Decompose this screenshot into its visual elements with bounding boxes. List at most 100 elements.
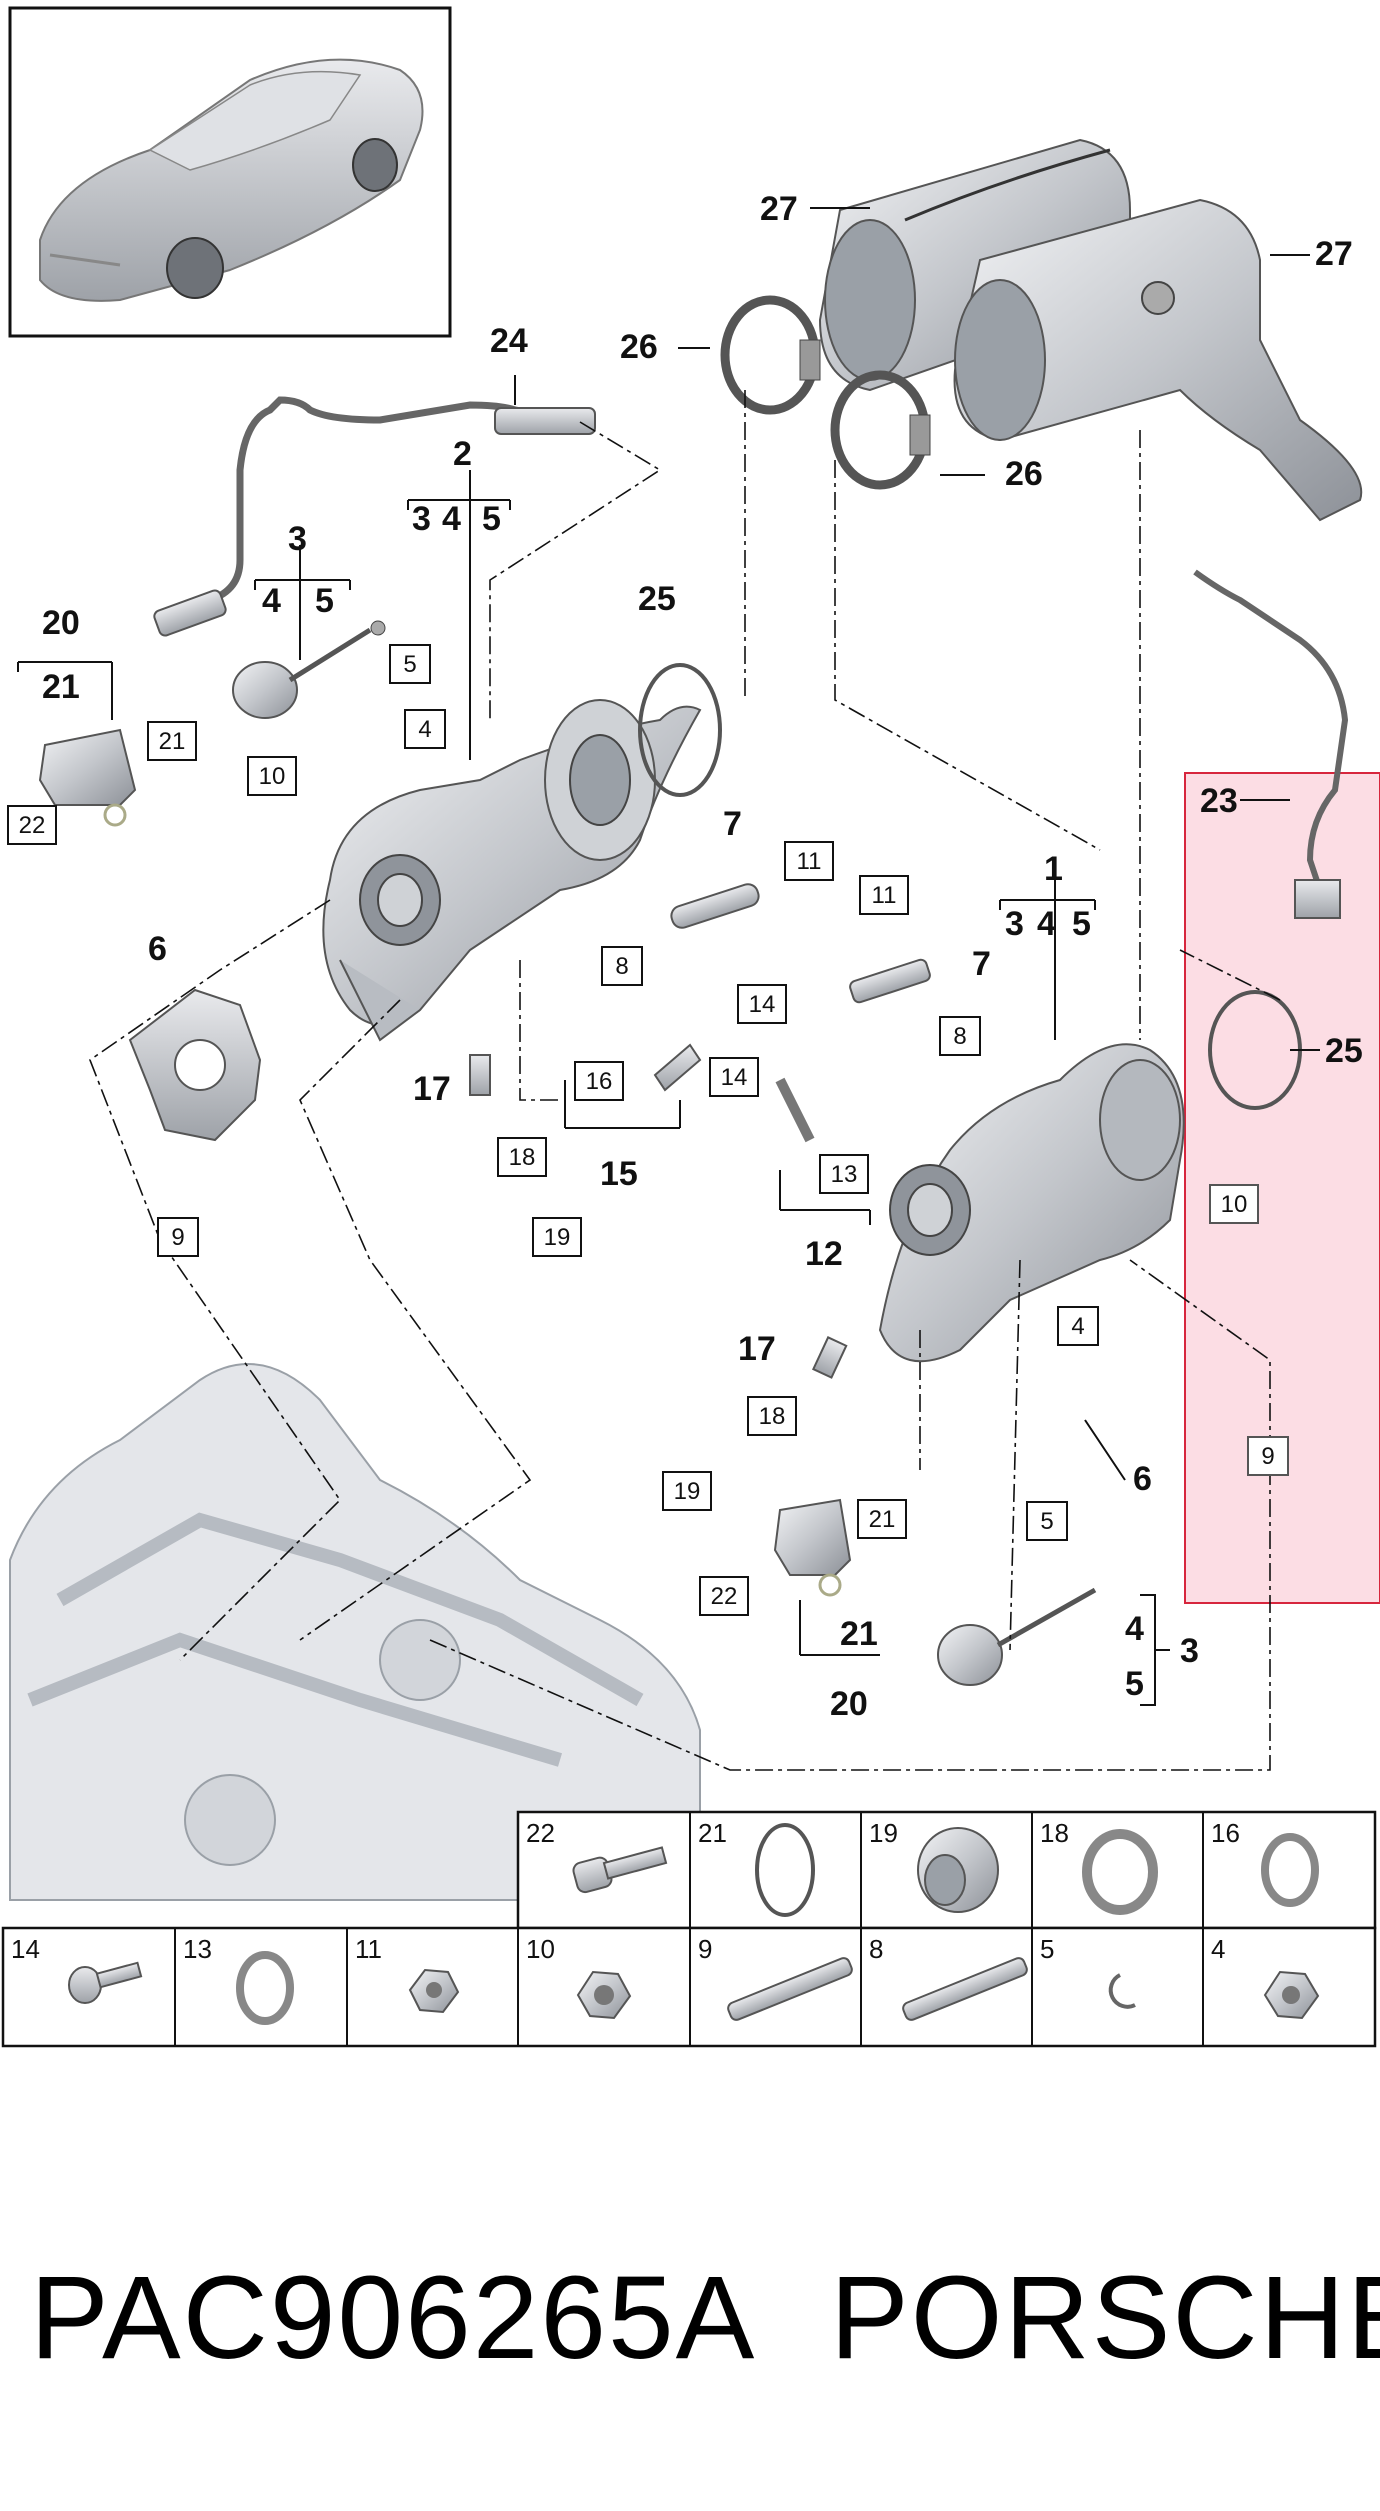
stud-8-illustration <box>902 1957 1028 2021</box>
wastegate-actuator-right <box>937 1587 1097 1686</box>
boxed-label: 18 <box>747 1396 797 1436</box>
callout-25a: 25 <box>638 580 676 618</box>
callout-24: 24 <box>490 322 528 360</box>
table-cell-number: 8 <box>869 1934 883 1964</box>
boxed-label: 19 <box>662 1471 712 1511</box>
svg-text:4: 4 <box>1071 1313 1084 1340</box>
nut-19-illustration <box>917 1827 999 1913</box>
callout-4r: 4 <box>1125 1610 1144 1648</box>
callout-ticks <box>514 207 1320 1481</box>
svg-text:21: 21 <box>869 1506 896 1533</box>
small-fittings <box>469 1043 848 1379</box>
boxed-label: 22 <box>7 805 57 845</box>
callout-6b: 6 <box>1133 1460 1152 1498</box>
callout-3: 3 <box>288 520 307 558</box>
table-cell-number: 13 <box>183 1934 212 1964</box>
svg-text:11: 11 <box>872 882 897 909</box>
clip-5-illustration <box>1108 1973 1136 2009</box>
callout-27b: 27 <box>1315 235 1353 273</box>
table-cell-number: 16 <box>1211 1818 1240 1848</box>
table-cell-number: 10 <box>526 1934 555 1964</box>
callout-17b: 17 <box>738 1330 776 1368</box>
gasket-left <box>128 988 262 1142</box>
boxed-label: 10 <box>247 756 297 796</box>
table-cell-number: 5 <box>1040 1934 1054 1964</box>
brand-caption: PORSCHE <box>830 2252 1380 2384</box>
svg-text:5: 5 <box>1040 1508 1053 1535</box>
callout-25b: 25 <box>1325 1032 1363 1070</box>
boxed-label: 4 <box>1057 1306 1099 1346</box>
boxed-label: 14 <box>737 984 787 1024</box>
svg-text:21: 21 <box>159 728 186 755</box>
boxed-label: 22 <box>699 1576 749 1616</box>
callout-21b: 21 <box>840 1615 878 1653</box>
boxed-label: 18 <box>497 1137 547 1177</box>
svg-text:18: 18 <box>759 1403 786 1430</box>
table-cell-number: 18 <box>1040 1818 1069 1848</box>
callout-20b: 20 <box>830 1685 868 1723</box>
svg-text:11: 11 <box>797 848 822 875</box>
electronic-actuator-left <box>38 728 137 827</box>
seal-ring-21-illustration <box>755 1823 815 1917</box>
callout-2-sub5: 5 <box>482 500 501 538</box>
table-cell-number: 19 <box>869 1818 898 1848</box>
svg-text:18: 18 <box>509 1144 536 1171</box>
table-cell-number: 21 <box>698 1818 727 1848</box>
callout-1: 1 <box>1044 850 1063 888</box>
callout-15: 15 <box>600 1155 638 1193</box>
svg-text:10: 10 <box>259 763 286 790</box>
boxed-label: 5 <box>389 644 431 684</box>
callout-1-sub5: 5 <box>1072 905 1091 943</box>
leader-lines <box>89 390 1281 1771</box>
callout-numbers: 27 27 26 26 24 2 3 4 5 3 4 5 20 21 25 7 … <box>42 190 1363 1723</box>
boxed-label: 9 <box>157 1217 199 1257</box>
callout-7b: 7 <box>972 945 991 983</box>
parts-table: 22 21 19 18 16 14 13 11 10 9 8 5 4 <box>1 1810 1377 2048</box>
part-code-caption: PAC906265A <box>30 2252 757 2384</box>
boxed-label: 11 <box>859 875 909 915</box>
callout-2: 2 <box>453 435 472 473</box>
boxed-label: 4 <box>404 709 446 749</box>
boxed-label: 8 <box>601 946 643 986</box>
boxed-label: 5 <box>1026 1501 1068 1541</box>
nut-10-illustration <box>576 1970 632 2020</box>
table-cell-number: 9 <box>698 1934 712 1964</box>
oxygen-sensor-24 <box>153 396 596 637</box>
callout-2-sub4: 4 <box>442 500 461 538</box>
boxed-label: 13 <box>819 1154 869 1194</box>
svg-text:22: 22 <box>19 812 46 839</box>
table-cell-number: 4 <box>1211 1934 1225 1964</box>
boxed-label: 21 <box>147 721 197 761</box>
callout-17a: 17 <box>413 1070 451 1108</box>
svg-text:5: 5 <box>403 651 416 678</box>
callout-3r: 3 <box>1180 1632 1199 1670</box>
catalytic-converter-parts <box>818 138 1363 522</box>
svg-text:9: 9 <box>171 1224 184 1251</box>
svg-text:14: 14 <box>721 1064 748 1091</box>
svg-text:19: 19 <box>544 1224 571 1251</box>
pins <box>670 883 931 1004</box>
callout-1-sub4: 4 <box>1037 905 1056 943</box>
svg-text:14: 14 <box>749 991 776 1018</box>
grouping-brackets <box>17 470 1170 1706</box>
callout-20: 20 <box>42 604 80 642</box>
callout-7a: 7 <box>723 805 742 843</box>
boxed-label: 19 <box>532 1217 582 1257</box>
table-cell-number: 11 <box>355 1934 382 1964</box>
callout-12: 12 <box>805 1235 843 1273</box>
boxed-callouts: 5 4 10 21 22 11 8 11 8 14 16 14 13 18 19… <box>7 644 1289 1616</box>
callout-6a: 6 <box>148 930 167 968</box>
seal-ring-13-illustration <box>236 1951 294 2025</box>
callout-21: 21 <box>42 668 80 706</box>
callout-27a: 27 <box>760 190 798 228</box>
boxed-label: 16 <box>574 1061 624 1101</box>
boxed-label: 11 <box>784 841 834 881</box>
exploded-view: 27 27 26 26 24 2 3 4 5 3 4 5 20 21 25 7 … <box>1 6 1380 2048</box>
wastegate-actuator-left <box>232 620 386 719</box>
turbocharger-right <box>878 1043 1185 1363</box>
svg-text:8: 8 <box>953 1023 966 1050</box>
boxed-label: 8 <box>939 1016 981 1056</box>
callout-3-sub5: 5 <box>315 582 334 620</box>
boxed-label: 9 <box>1247 1436 1289 1476</box>
